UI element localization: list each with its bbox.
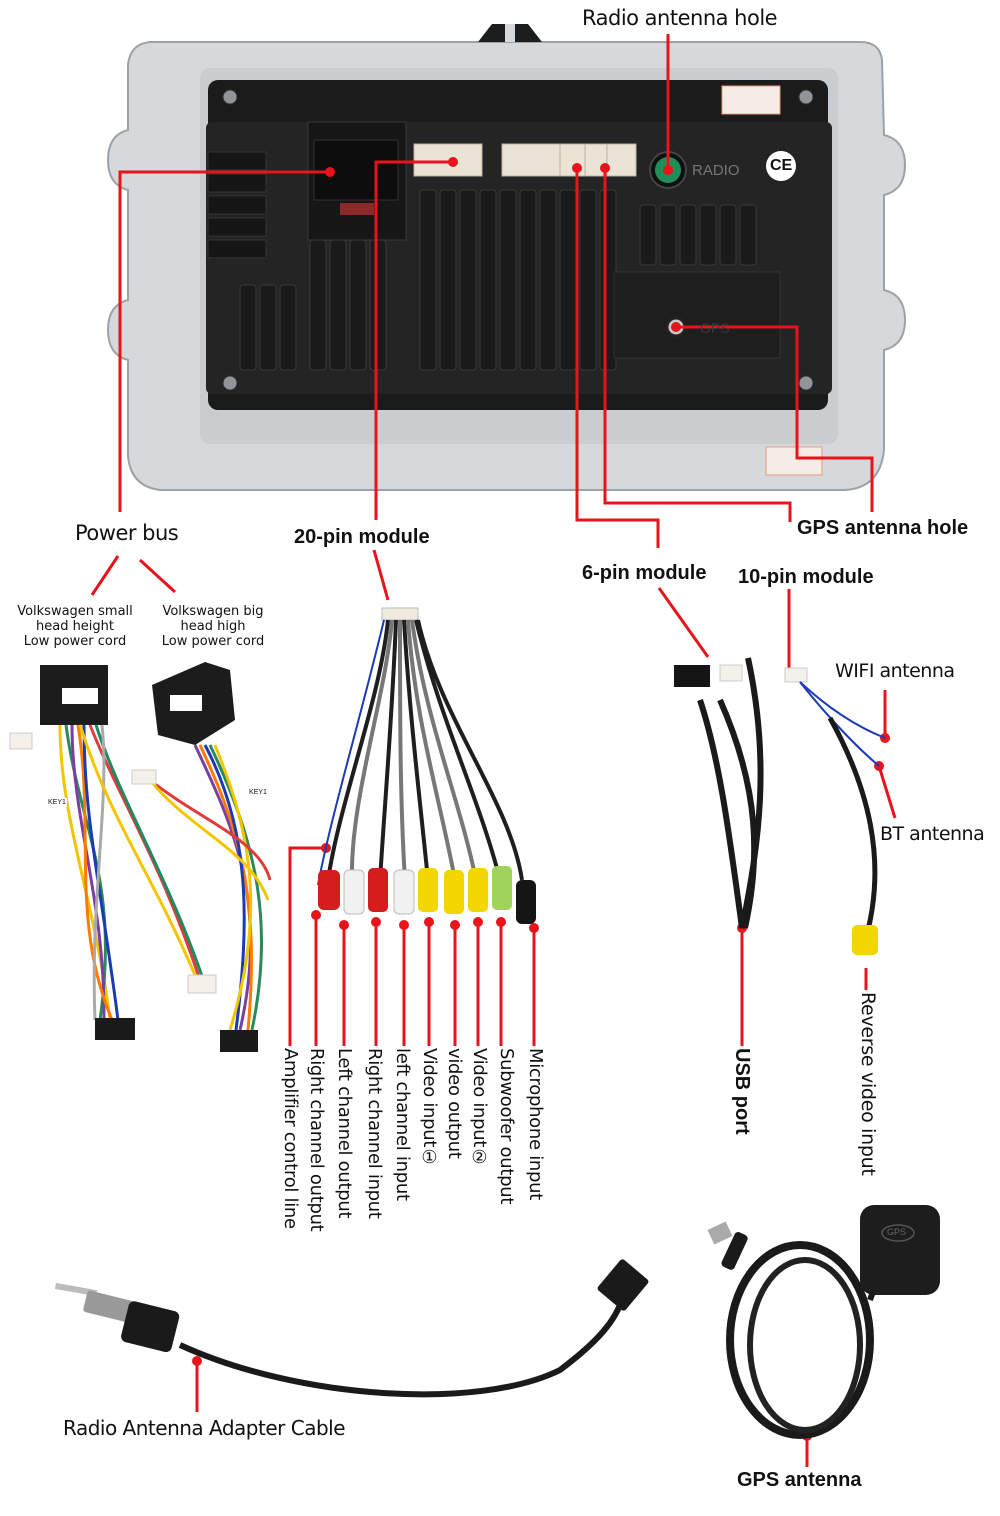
gps-antenna [707,1205,940,1439]
rca-label-video-input-2: Video input② [469,1048,490,1168]
label-gps-antenna-hole: GPS antenna hole [797,517,969,539]
label-gps-antenna: GPS antenna [737,1469,862,1491]
usb-cable [674,657,764,929]
antenna-cable [784,667,886,955]
rca-label-amplifier-control-line: Amplifier control line [280,1048,301,1229]
rca-label-microphone-input: Microphone input [525,1048,546,1200]
label-usb-port: USB port [731,1048,753,1135]
rca-label-left-channel-input: left channel input [392,1048,413,1201]
wiring-sticker [721,85,781,115]
gps-puck-text: GPS [887,1227,907,1237]
radio-antenna-adapter [54,1259,649,1398]
connector-20pin [413,143,483,177]
label-radio-antenna-hole: Radio antenna hole [582,6,778,30]
rca-label-video-input-1: Video input① [419,1048,440,1168]
rca-cable-bundle [317,607,536,924]
label-wifi-antenna: WIFI antenna [835,660,955,682]
screw [798,375,814,391]
wiring-sticker [765,446,823,476]
harness-tag: KEY1 [248,788,268,797]
left-vents [207,151,267,259]
ce-badge [766,151,796,181]
vw-big-harness [131,662,272,1052]
label-radio-antenna-adapter-cable: Radio Antenna Adapter Cable [63,1416,346,1440]
connector-10pin-6pin [501,143,637,177]
rca-plugs [318,866,536,924]
screw [222,89,238,105]
label-vw-small-harness: Volkswagen small head height Low power c… [17,604,133,649]
gps-port-text: GPS [700,320,730,336]
ce-mark: CE [770,157,793,174]
head-unit [106,24,907,491]
screw [222,375,238,391]
label-20-pin-module: 20-pin module [294,526,430,548]
label-reverse-video-input: Reverse video input [857,992,879,1176]
screw [798,89,814,105]
radio-port-text: RADIO [692,162,740,179]
rca-label-right-channel-input: Right channel input [364,1048,385,1219]
label-6-pin-module: 6-pin module [582,562,707,584]
label-vw-big-harness: Volkswagen big head high Low power cord [161,604,265,649]
center-ribs [239,189,757,371]
rca-label-subwoofer-output: Subwoofer output [496,1048,517,1205]
rca-label-list: Amplifier control line Right channel out… [274,1048,550,1268]
callout-lines [90,34,897,1467]
label-10-pin-module: 10-pin module [738,566,874,588]
rca-label-left-channel-output: Left channel output [334,1048,355,1219]
rca-label-right-channel-output: Right channel output [306,1048,327,1232]
vw-small-harness [9,665,217,1040]
label-power-bus: Power bus [75,521,179,545]
label-bt-antenna: BT antenna [880,823,985,845]
gps-panel [613,271,781,359]
harness-tag: KEY1 [47,798,67,807]
fuse [340,203,374,215]
rca-label-video-output: video output [444,1048,465,1159]
